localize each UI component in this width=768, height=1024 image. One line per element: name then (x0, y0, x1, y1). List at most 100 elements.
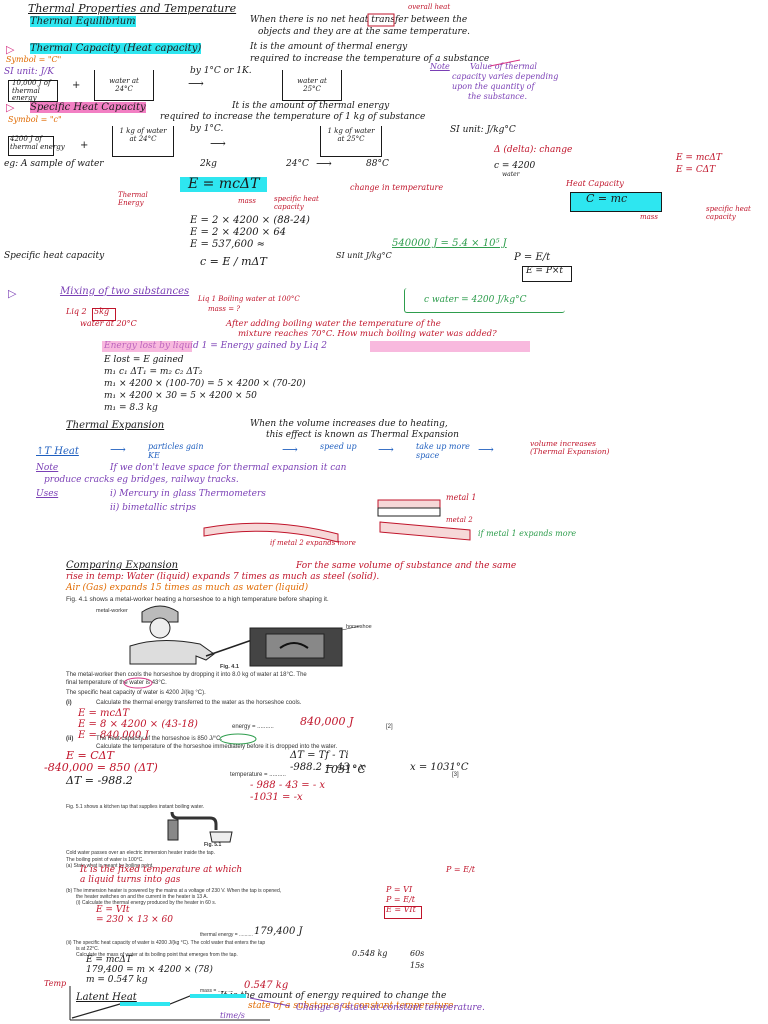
shc-energy-label: 4200 J of thermal energy (10, 135, 65, 151)
capacity-si-unit: SI unit: J/K (4, 67, 54, 77)
liq2-label: Liq 2 (66, 307, 87, 316)
exam2-side-pet: P = E/t (386, 895, 415, 904)
beaker-1kg-24-label: 1 kg of water at 24°C (119, 127, 167, 143)
capacity-def-2: required to increase the temperature of … (250, 54, 490, 64)
exam1-work-2: E = 8 × 4200 × (43-18) (78, 719, 198, 730)
beaker-24-label: water at 24°C (109, 77, 139, 93)
graph-axis-y: Temp (44, 979, 67, 988)
arrow-e2: ⟶ (282, 443, 298, 456)
example-formula: E = mcΔT (180, 176, 268, 193)
beaker-24 (94, 70, 154, 101)
furnace (249, 625, 361, 667)
exam2-evit-box (384, 906, 422, 919)
calc-line-2: E = 2 × 4200 × 64 (190, 227, 287, 238)
example-c-sub: water (502, 171, 520, 178)
delta-note: Δ (delta): change (494, 145, 573, 155)
example-t1: 24°C (286, 159, 309, 169)
hc-formula-box (570, 192, 662, 212)
mixing-q-2: mixture reaches 70°C. How much boiling w… (238, 329, 497, 339)
exam1-mark-3: [3] (452, 772, 459, 778)
exam1-energy-answer: 840,000 J (300, 715, 354, 728)
shc-def-1: It is the amount of thermal energy (232, 101, 390, 111)
capacity-def-1: It is the amount of thermal energy (250, 42, 408, 52)
mix-line-3: m₁ × 4200 × (100-70) = 5 × 4200 × (70-20… (104, 379, 306, 389)
exam2-side-pvi: P = VI (386, 885, 413, 894)
exam2-work-4: 179,400 = m × 4200 × (78) (86, 965, 213, 975)
shc-si-unit: SI unit: J/kg°C (450, 125, 516, 135)
exam2-side-3: 15s (410, 961, 425, 970)
exam1-p1: The metal-worker then cools the horsesho… (66, 672, 307, 678)
equilibrium-def-1: When there is no net heat transfer betwe… (250, 15, 468, 25)
exam1-qii-num: (ii) (66, 736, 74, 742)
metalworker-figure (129, 605, 253, 665)
capacity-energy-box (8, 80, 58, 102)
exam1-work-8: ΔT = -988.2 (66, 774, 133, 787)
example-c-water: c = 4200 (494, 161, 536, 171)
calc-line-3: E = 537,600 ≈ (190, 239, 265, 250)
capacity-note-3: upon the quantity of (452, 82, 535, 91)
comparing-l3: Air (Gas) expands 15 times as much as wa… (66, 583, 309, 593)
exam1-work-5: ΔT = Tf - Ti (290, 750, 349, 761)
exam1-temp-answer: 1031°C (324, 763, 366, 776)
power-formula: P = E/t (514, 252, 551, 263)
comparing-l1: For the same volume of substance and the… (296, 561, 517, 571)
beaker-25-label: water at 25°C (297, 77, 327, 93)
shc-formula-si: SI unit J/kg°C (336, 251, 392, 260)
uses-label: Uses (36, 489, 59, 499)
example-label: eg: A sample of water (4, 159, 104, 169)
liq2-mass: 5kg (94, 307, 110, 316)
equilibrium-def-2: objects and they are at the same tempera… (258, 27, 471, 37)
example-t2: 88°C (366, 159, 389, 169)
mass-annotation: mass (238, 197, 256, 205)
beaker-1kg-24 (112, 126, 174, 157)
exam2-ans-a2: a liquid turns into gas (80, 875, 181, 885)
liq1-label: Liq 1 Boiling water at 100°C (198, 295, 300, 303)
arrow-capacity: ▷ (6, 43, 15, 56)
c-water-text: c water = 4200 J/kg°C (424, 295, 527, 305)
latent-def-2: state of a substance at constant tempera… (248, 1001, 457, 1011)
exam2-qbii: (ii) The specific heat capacity of water… (66, 940, 266, 946)
use-1: i) Mercury in glass Thermometers (110, 489, 266, 499)
expansion-def-2: this effect is known as Thermal Expansio… (266, 430, 459, 440)
exam1-energy-label: energy = .......... (232, 724, 274, 730)
exam2-work-2: = 230 × 13 × 60 (96, 915, 174, 925)
shc-def-2: required to increase the temperature of … (160, 112, 426, 122)
use-2: ii) bimetallic strips (110, 503, 196, 513)
exam1-work-4: E = CΔT (66, 749, 114, 762)
tap-figure (167, 811, 233, 843)
exam1-work-9: x = 1031°C (410, 762, 469, 773)
calc-result: 540000 J = 5.4 × 10⁵ J (392, 238, 507, 249)
arrow-e4: ⟶ (478, 443, 494, 456)
exam2-qb2: the heater switches on and the current i… (76, 894, 209, 900)
beaker-1kg-25-label: 1 kg of water at 25°C (327, 127, 375, 143)
liq2-mass-box (92, 308, 116, 321)
exam1-qi-text: Calculate the thermal energy transferred… (96, 700, 302, 706)
exam1-work-7: -988.2 = 43 - x (290, 762, 365, 773)
exam2-mass-answer: 0.547 kg (244, 980, 289, 991)
exam2-energy-answer: 179,400 J (254, 926, 303, 937)
plus-sign-2: + (80, 140, 89, 151)
speed-label: speed up (320, 442, 357, 451)
shc-symbol: Symbol = "c" (8, 115, 62, 124)
volume-label: volume increases (Thermal Expansion) (530, 439, 610, 457)
net-box (367, 13, 395, 27)
particles-label: particles gain KE (148, 442, 204, 460)
energy-gained-highlight (370, 341, 530, 352)
c-water-box (404, 288, 565, 313)
mix-line-4: m₁ × 4200 × 30 = 5 × 4200 × 50 (104, 391, 257, 401)
latent-def-1: It is the amount of energy required to c… (220, 991, 447, 1001)
capacity-note-2: capacity varies depending (452, 72, 559, 81)
exam2-side-pe: P = E/t (446, 865, 475, 874)
metal2-label: metal 2 (446, 516, 473, 524)
exam2-energy-label: thermal energy = .......... (200, 932, 253, 938)
arrow-mixing: ▷ (8, 287, 17, 300)
fig41-label: Fig. 4.1 (220, 664, 239, 670)
exam2-p2: The boiling point of water is 100°C. (66, 857, 144, 863)
capacity-def-3: by 1°C or 1K. (190, 66, 252, 76)
mixing-q-1: After adding boiling water the temperatu… (226, 319, 441, 329)
liq2-desc: water at 20°C (80, 319, 137, 328)
exam2-work-1: E = VIt (96, 905, 130, 915)
if-metal1: if metal 1 expands more (478, 529, 577, 538)
mix-line-1: E lost = E gained (104, 355, 184, 365)
arrow-e3: ⟶ (378, 443, 394, 456)
